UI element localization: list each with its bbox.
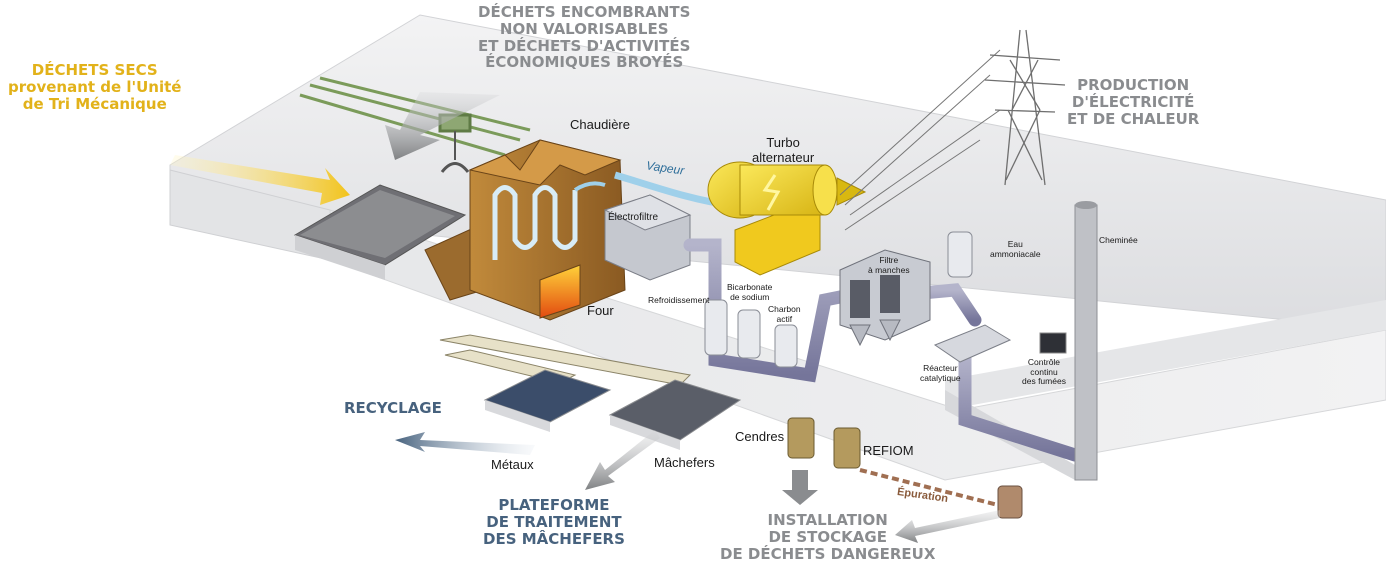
- turbo-label: Turbo alternateur: [752, 135, 815, 165]
- installation-line-1: INSTALLATION: [767, 511, 888, 529]
- production-line-2: D'ÉLECTRICITÉ: [1071, 92, 1195, 111]
- installation-label: INSTALLATION DE STOCKAGE DE DÉCHETS DANG…: [720, 512, 935, 562]
- residue-containers: [787, 417, 1023, 519]
- plateforme-line-2: DE TRAITEMENT: [486, 512, 622, 531]
- charbon-line-2: actif: [776, 313, 793, 324]
- filtre-line-1: Filtre: [879, 255, 899, 265]
- controle-line-3: des fumées: [1022, 376, 1066, 387]
- electrofiltre-label: Électrofiltre: [608, 212, 659, 223]
- turbo-alternator: [707, 161, 867, 276]
- controle-line-1: Contrôle: [1027, 357, 1061, 367]
- metaux-label: Métaux: [491, 457, 534, 472]
- plateforme-line-1: PLATEFORME: [498, 496, 610, 514]
- eau-line-1: Eau: [1007, 239, 1023, 249]
- dechets-encombrants-line-1: DÉCHETS ENCOMBRANTS: [478, 3, 691, 21]
- reacteur-line-2: catalytique: [920, 372, 961, 383]
- turbo-line-1: Turbo: [766, 135, 800, 150]
- boiler: [468, 139, 626, 321]
- dechets-secs-label: DÉCHETS SECS provenant de l'Unité de Tri…: [8, 62, 181, 112]
- control-monitor: [1039, 332, 1067, 354]
- input-arrow-grey: [385, 92, 500, 160]
- refroidissement-label: Refroidissement: [648, 295, 710, 305]
- installation-line-2: DE STOCKAGE: [768, 527, 887, 546]
- dechets-secs-line-1: DÉCHETS SECS: [31, 61, 158, 79]
- dechets-encombrants-line-2: NON VALORISABLES: [499, 19, 669, 38]
- plateforme-arrow: [585, 430, 660, 490]
- turbo-line-2: alternateur: [752, 149, 815, 165]
- waste-pit: [293, 184, 467, 280]
- storage-arrow: [895, 510, 1000, 543]
- charbon-line-1: Charbon: [768, 304, 801, 314]
- refiom-label: REFIOM: [863, 443, 914, 458]
- dechets-encombrants-line-3: ET DÉCHETS D'ACTIVITÉS: [478, 36, 691, 55]
- ash-bins: [483, 369, 742, 450]
- plateforme-line-3: DES MÂCHEFERS: [483, 529, 625, 548]
- cheminee-label: Cheminée: [1099, 235, 1138, 245]
- bag-filter: [839, 249, 931, 347]
- cendres-label: Cendres: [735, 429, 785, 444]
- filtre-line-2: à manches: [868, 264, 910, 275]
- dechets-secs-line-3: de Tri Mécanique: [22, 94, 167, 113]
- filtre-label: Filtre à manches: [868, 255, 910, 275]
- chimney: [1074, 201, 1098, 481]
- catalytic-reactor: [933, 324, 1012, 363]
- dechets-encombrants-line-4: ÉCONOMIQUES BROYÉS: [485, 53, 684, 72]
- reagent-tanks: [704, 231, 973, 368]
- input-arrow-yellow: [170, 155, 350, 205]
- dechets-secs-line-2: provenant de l'Unité: [8, 77, 182, 96]
- reacteur-label: Réacteur catalytique: [920, 363, 961, 383]
- plateforme-label: PLATEFORME DE TRAITEMENT DES MÂCHEFERS: [483, 497, 625, 547]
- bicarbonate-label: Bicarbonate de sodium: [727, 282, 773, 302]
- bicarbonate-line-1: Bicarbonate: [727, 282, 773, 292]
- production-label: PRODUCTION D'ÉLECTRICITÉ ET DE CHALEUR: [1067, 77, 1199, 127]
- installation-line-3: DE DÉCHETS DANGEREUX: [720, 544, 936, 563]
- machefers-label: Mâchefers: [654, 455, 715, 470]
- dechets-encombrants-label: DÉCHETS ENCOMBRANTS NON VALORISABLES ET …: [478, 4, 690, 71]
- recycling-arrow: [395, 432, 535, 455]
- recyclage-label: RECYCLAGE: [344, 399, 442, 417]
- reacteur-line-1: Réacteur: [923, 363, 958, 373]
- chaudiere-label: Chaudière: [570, 117, 630, 132]
- electrofilter: [603, 194, 692, 281]
- power-lines: [839, 49, 1001, 231]
- production-line-3: ET DE CHALEUR: [1067, 109, 1200, 128]
- controle-label: Contrôle continu des fumées: [1022, 357, 1066, 387]
- production-line-1: PRODUCTION: [1077, 76, 1190, 94]
- eau-line-2: ammoniacale: [990, 248, 1041, 259]
- pylon: [984, 29, 1066, 186]
- bicarbonate-line-2: de sodium: [730, 291, 770, 302]
- controle-line-2: continu: [1030, 366, 1058, 377]
- four-label: Four: [587, 303, 614, 318]
- charbon-label: Charbon actif: [768, 304, 801, 324]
- cendres-down-arrow: [782, 470, 818, 505]
- eau-label: Eau ammoniacale: [990, 239, 1041, 259]
